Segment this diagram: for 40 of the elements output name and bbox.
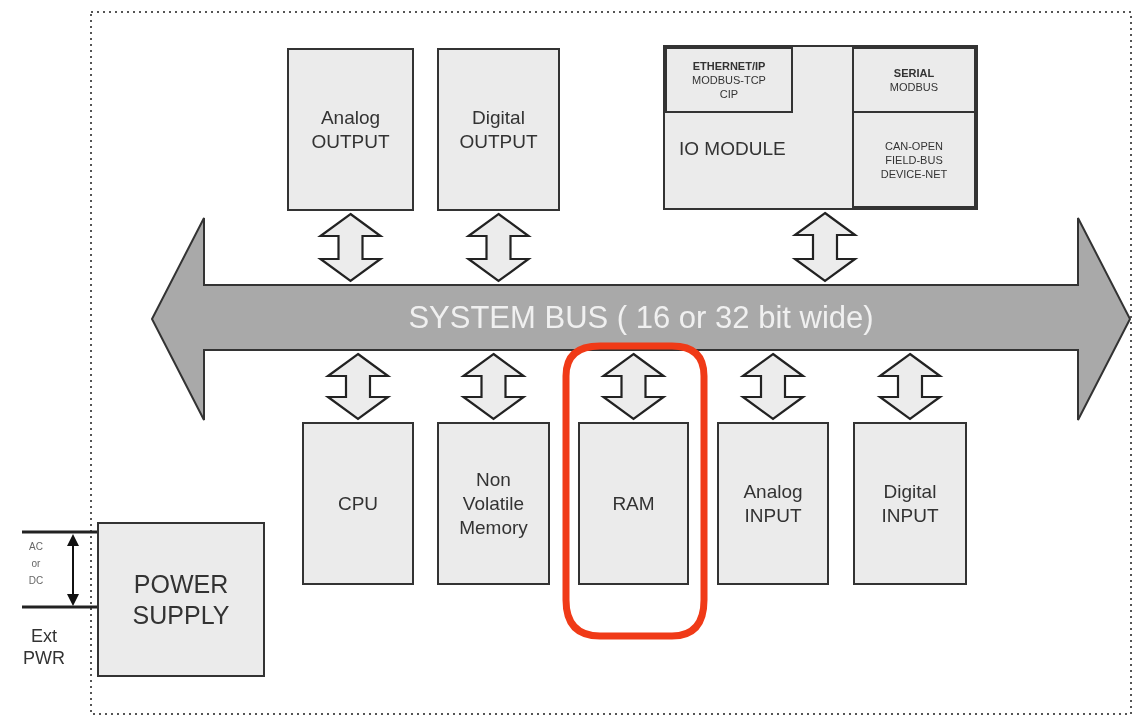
double-arrow: [324, 352, 392, 421]
protocol-heading: ETHERNET/IP: [692, 59, 766, 73]
double-arrow: [465, 212, 532, 283]
component-box: [287, 48, 414, 211]
double-arrow: [739, 352, 807, 421]
component-label: Non Volatile Memory: [458, 467, 529, 540]
power-supply-box: [97, 522, 265, 677]
component-label: Analog INPUT: [742, 479, 804, 528]
protocol-box: [665, 47, 793, 113]
double-arrow: [600, 352, 667, 421]
component-box: [437, 48, 560, 211]
component-label: Digital INPUT: [880, 479, 940, 528]
protocol-label: CAN-OPEN FIELD-BUS DEVICE-NET: [879, 138, 949, 181]
component-label: Analog OUTPUT: [310, 105, 391, 154]
double-arrow: [791, 211, 859, 283]
protocol-heading: SERIAL: [893, 66, 935, 80]
component-box: [717, 422, 829, 585]
voltage-label: AC or DC: [27, 540, 45, 588]
bus-label: SYSTEM BUS ( 16 or 32 bit wide): [407, 299, 875, 337]
component-box: [578, 422, 689, 585]
component-label: POWER SUPPLY: [131, 568, 231, 631]
protocol-label: MODBUS: [889, 80, 939, 94]
component-box: [437, 422, 550, 585]
component-label: CPU: [337, 491, 379, 516]
module-label: IO MODULE: [679, 137, 786, 161]
power-line: [22, 605, 97, 609]
component-label: RAM: [612, 491, 655, 516]
protocol-box: [852, 47, 976, 113]
double-arrow: [460, 352, 527, 421]
component-label: Digital OUTPUT: [458, 105, 539, 154]
double-arrow: [317, 212, 384, 283]
component-box: [302, 422, 414, 585]
component-box: [853, 422, 967, 585]
protocol-box: [852, 111, 976, 208]
power-label: Ext PWR: [22, 625, 66, 669]
module-box: [663, 45, 978, 210]
system-bus-arrow: [152, 218, 1130, 420]
power-line: [22, 530, 97, 534]
protocol-label: MODBUS-TCP CIP: [691, 73, 767, 101]
double-arrow: [876, 352, 944, 421]
